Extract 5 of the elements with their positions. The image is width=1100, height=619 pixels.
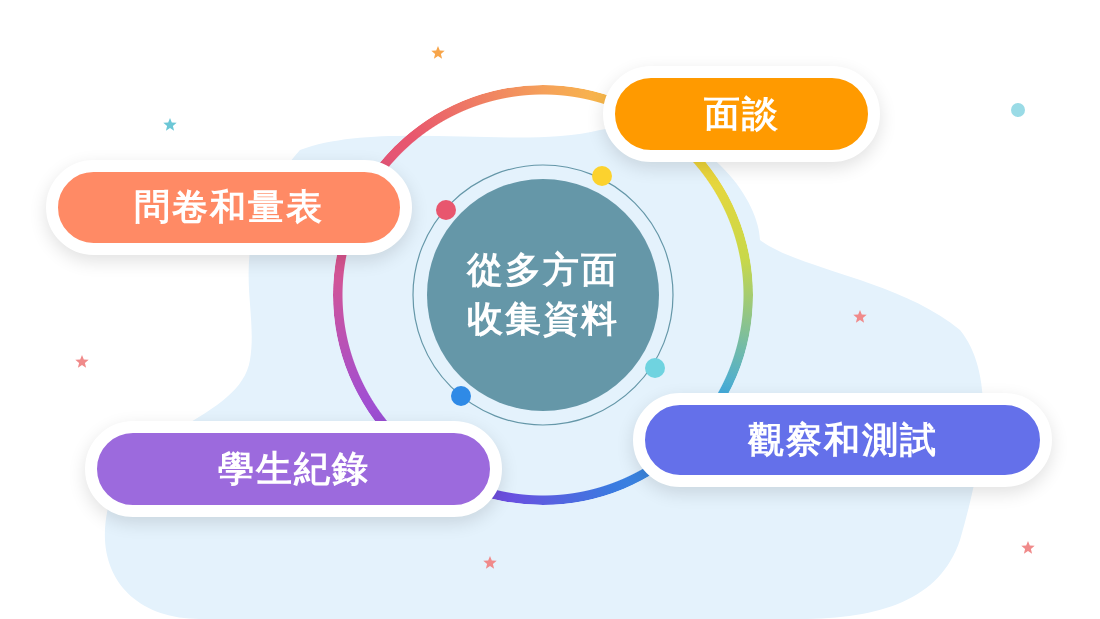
- center-title: 從多方面收集資料: [465, 248, 620, 341]
- topic-label: 問卷和量表: [134, 185, 324, 229]
- topic-label: 觀察和測試: [747, 417, 938, 462]
- topic-label: 學生紀錄: [217, 446, 370, 491]
- topic-label: 面談: [703, 91, 780, 136]
